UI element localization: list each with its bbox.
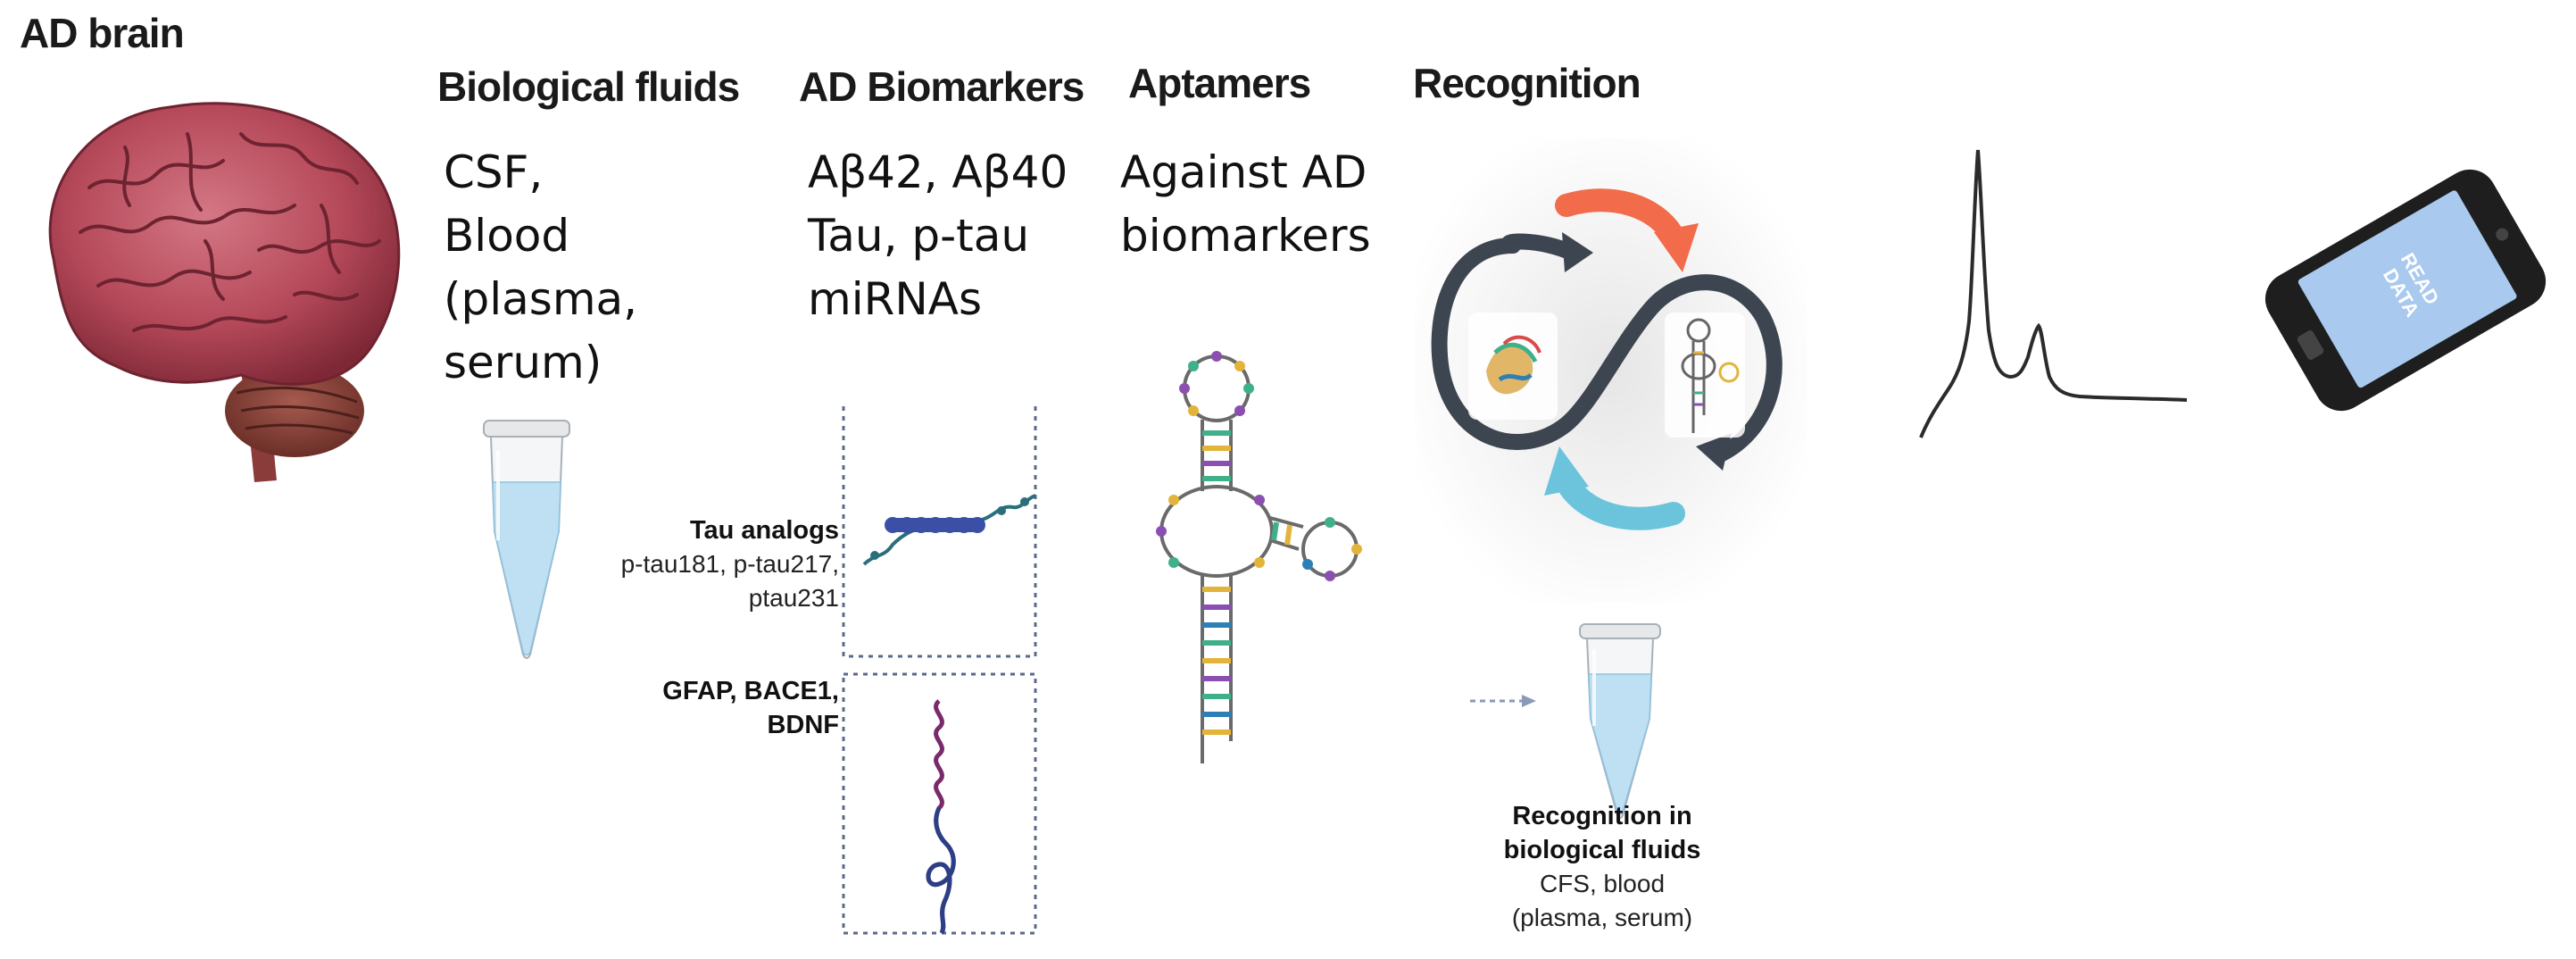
blue-arrow — [1555, 471, 1685, 530]
biological-fluids-list: CSF, Blood (plasma, serum) — [444, 141, 637, 395]
biomarker-line: miRNAs — [808, 273, 982, 325]
biomarker-line: Aβ42, Aβ40 — [808, 146, 1068, 198]
fluid-line: serum) — [444, 337, 602, 388]
tau-analogs-line: ptau231 — [748, 584, 839, 612]
tau-analogs-title: Tau analogs — [689, 516, 839, 545]
test-tube-small — [1579, 623, 1661, 819]
fluid-line: CSF, — [444, 146, 544, 198]
camera-icon — [2496, 228, 2509, 241]
fluid-line: Blood — [444, 210, 570, 262]
tau-analogs-label: Tau analogs p-tau181, p-tau217, ptau231 — [616, 513, 839, 615]
protein-icon — [1468, 313, 1558, 420]
tau-protein-icon — [862, 494, 1036, 566]
test-tube — [483, 420, 570, 659]
recognition-title-line: biological fluids — [1503, 836, 1701, 864]
aptamer-line: Against AD — [1120, 146, 1367, 198]
aptamer-structure — [1156, 351, 1362, 763]
aptamer-line: biomarkers — [1120, 210, 1371, 262]
gfap-label: GFAP, BACE1, BDNF — [625, 674, 839, 742]
gfap-line: GFAP, BACE1, — [662, 677, 839, 705]
tau-analogs-line: p-tau181, p-tau217, — [620, 550, 839, 578]
fluid-line: (plasma, — [444, 273, 638, 325]
biomarker-line: Tau, p-tau — [808, 210, 1030, 262]
loop-arrowhead — [1696, 433, 1732, 471]
recognition-in-fluids: Recognition in biological fluids CFS, bl… — [1446, 799, 1758, 935]
biomarker-panels — [842, 406, 1037, 935]
phone-screen — [2298, 190, 2517, 388]
heading-biological-fluids: Biological fluids — [437, 63, 740, 110]
heading-aptamers: Aptamers — [1128, 60, 1311, 106]
heading-recognition: Recognition — [1413, 60, 1641, 106]
small-aptamer-icon — [1665, 313, 1745, 438]
signal-peaks — [1919, 149, 2188, 438]
recognition-title-line: Recognition in — [1512, 802, 1692, 830]
orange-arrow — [1555, 188, 1685, 248]
aptamers-description: Against AD biomarkers — [1120, 141, 1371, 268]
smartphone: READ DATA — [2264, 169, 2547, 412]
recognition-detail-line: CFS, blood — [1539, 870, 1666, 897]
rna-strand-icon — [926, 699, 956, 935]
recognition-detail-line: (plasma, serum) — [1511, 904, 1693, 931]
gfap-line: BDNF — [767, 711, 839, 739]
home-button — [2297, 329, 2324, 361]
recognition-cycle — [1415, 138, 1807, 603]
dashed-arrow — [1470, 695, 1536, 707]
heading-ad-biomarkers: AD Biomarkers — [799, 63, 1084, 110]
loop-arrowhead — [1562, 232, 1593, 272]
ad-biomarkers-list: Aβ42, Aβ40 Tau, p-tau miRNAs — [808, 141, 1068, 331]
heading-ad-brain: AD brain — [20, 10, 185, 56]
brain-illustration — [48, 102, 401, 482]
